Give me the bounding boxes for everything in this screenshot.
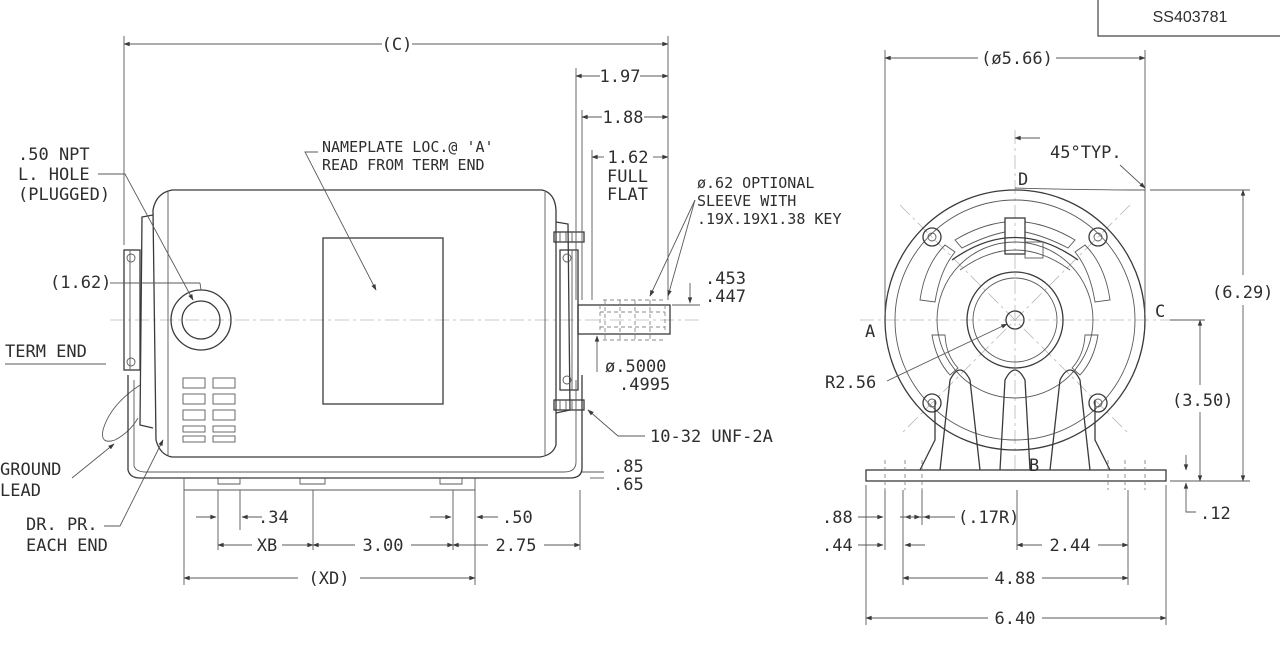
- npt-note-3: (PLUGGED): [18, 185, 110, 205]
- document-number: SS403781: [1153, 9, 1228, 26]
- end-bolt-holes: [922, 227, 1108, 413]
- base-dim-xd: (XD): [309, 569, 350, 589]
- overall-length-label: (C): [382, 35, 413, 55]
- end-label-c: C: [1155, 302, 1165, 322]
- end-dim-44: .44: [822, 536, 853, 556]
- shaft: [577, 299, 671, 341]
- base-offset-upper: .85: [613, 457, 644, 477]
- base-dim-xb: XB: [257, 536, 277, 556]
- full-flat-length: 1.62: [608, 148, 649, 168]
- end-radius: R2.56: [825, 373, 876, 393]
- side-view: (C) 1.97 1.88 1.62 FULL FLAT ø.62 OPTION…: [0, 35, 842, 589]
- nameplate-note-1: NAMEPLATE LOC.@ 'A': [322, 138, 494, 156]
- document-number-box: SS403781: [1097, 0, 1280, 37]
- drain-note-2: EACH END: [26, 536, 108, 556]
- thread-callout: 10-32 UNF-2A: [650, 427, 773, 447]
- ground-lead-2: LEAD: [0, 481, 41, 501]
- end-label-b: B: [1029, 456, 1039, 476]
- end-label-a: A: [865, 322, 875, 342]
- motor-body: [102, 189, 585, 458]
- end-vent-slots: [919, 221, 1111, 376]
- base-dim-34: .34: [258, 508, 289, 528]
- full-flat-label-2: FLAT: [607, 185, 648, 205]
- nameplate-area: [322, 237, 444, 405]
- vent-slots: [182, 377, 236, 443]
- end-diameter-label: (ø5.66): [981, 49, 1053, 69]
- end-view: A B C D (ø5.66) 45°TYP. (6.29) (3.50) .1…: [822, 49, 1273, 629]
- ground-lead-1: GROUND: [0, 460, 61, 480]
- end-dim-2-44: 2.44: [1050, 536, 1091, 556]
- flat-tol-lower: .447: [705, 287, 746, 307]
- full-flat-label-1: FULL: [607, 167, 648, 187]
- base-dim-50: .50: [502, 508, 533, 528]
- end-dim-6-40: 6.40: [995, 609, 1036, 629]
- term-end-label: TERM END: [5, 342, 87, 362]
- npt-note-2: L. HOLE: [18, 165, 90, 185]
- end-label-d: D: [1018, 170, 1028, 190]
- end-height-center: (3.50): [1172, 391, 1233, 411]
- base-cradle: [127, 375, 583, 491]
- shaft-length-1-88: 1.88: [603, 108, 644, 128]
- end-dim-17r: (.17R): [958, 508, 1019, 528]
- end-dim-88: .88: [822, 508, 853, 528]
- shaft-dia-upper: ø.5000: [605, 357, 666, 377]
- drain-note-1: DR. PR.: [26, 515, 98, 535]
- end-dim-4-88: 4.88: [995, 569, 1036, 589]
- sleeve-note-1: ø.62 OPTIONAL: [697, 174, 814, 192]
- nameplate-note-2: READ FROM TERM END: [322, 156, 485, 174]
- base-thickness: .12: [1200, 504, 1231, 524]
- end-height-total: (6.29): [1212, 283, 1273, 303]
- sleeve-note-2: SLEEVE WITH: [697, 192, 796, 210]
- base-dim-2-75: 2.75: [496, 536, 537, 556]
- sleeve-note-3: .19X.19X1.38 KEY: [697, 210, 842, 228]
- shaft-length-1-97: 1.97: [600, 67, 641, 87]
- base-offset-lower: .65: [613, 475, 644, 495]
- conduit-offset-label: (1.62): [50, 273, 111, 293]
- flat-tol-upper: .453: [705, 269, 746, 289]
- base-dim-3-00: 3.00: [363, 536, 404, 556]
- angle-note: 45°TYP.: [1050, 143, 1122, 163]
- npt-note-1: .50 NPT: [18, 145, 90, 165]
- end-base: [865, 369, 1167, 490]
- shaft-dia-lower: .4995: [619, 375, 670, 395]
